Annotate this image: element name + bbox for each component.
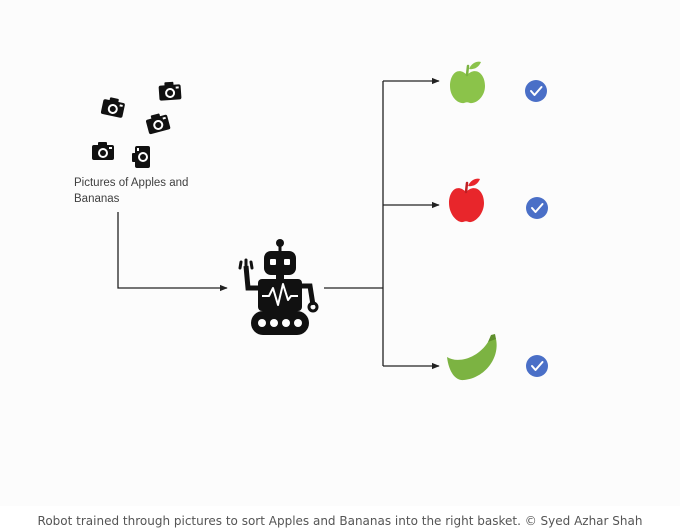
- camera-icon: [100, 95, 126, 119]
- camera-icon: [132, 146, 150, 168]
- check-icon: [524, 79, 548, 103]
- red-apple-icon: [449, 178, 484, 223]
- banana-icon: [447, 334, 497, 381]
- figure-caption: Robot trained through pictures to sort A…: [37, 514, 643, 528]
- input-arrow: [117, 212, 228, 292]
- diagram-figure: Pictures of Apples and Bananas: [74, 61, 549, 381]
- diagram-canvas: [92, 61, 549, 381]
- camera-icon: [158, 81, 182, 101]
- robot-icon: [238, 239, 319, 335]
- camera-icon: [144, 111, 171, 135]
- camera-icon: [92, 142, 114, 160]
- output-connector: [324, 81, 384, 366]
- check-icon: [525, 354, 549, 378]
- green-apple-icon: [450, 61, 485, 104]
- input-label: Pictures of Apples and Bananas: [74, 177, 189, 205]
- check-icon: [525, 196, 549, 220]
